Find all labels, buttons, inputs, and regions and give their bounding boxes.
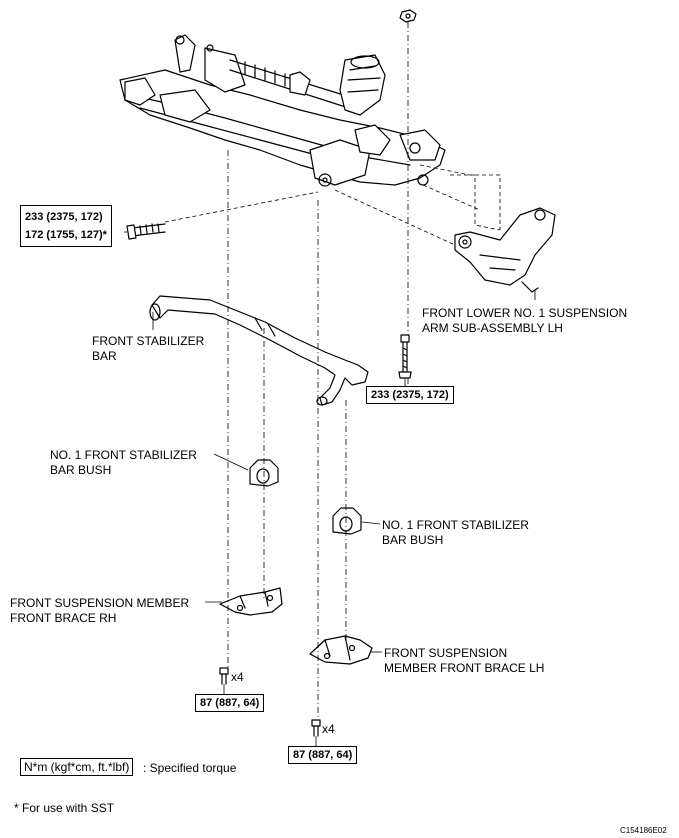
label-lower-arm-line1: FRONT LOWER NO. 1 SUSPENSION [422,306,628,320]
brace-rh [219,587,283,616]
torque-top-left-line1: 233 (2375, 172) [25,211,103,223]
qty-left-bolt: x4 [231,670,244,684]
legend-unit-box: N*m (kgf*cm, ft.*lbf) [20,758,134,776]
figure-code: C154186E02 [620,826,667,835]
qty-right-bolt: x4 [322,722,335,736]
label-bush-right-line2: BAR BUSH [382,533,444,547]
label-stabilizer-bar-line1: FRONT STABILIZER [92,334,205,348]
bolt-top-left [126,223,166,240]
suspension-member-assembly [119,34,446,187]
legend-footnote: * For use with SST [14,801,115,815]
legend-unit-desc: : Specified torque [143,761,237,775]
torque-box-top-left: 233 (2375, 172) 172 (1755, 127)* [20,205,112,247]
label-stabilizer-bar: FRONT STABILIZER BAR [92,334,204,364]
label-brace-rh-line1: FRONT SUSPENSION MEMBER [10,596,190,610]
label-bush-right-line1: NO. 1 FRONT STABILIZER [382,518,529,532]
brace-lh [309,635,373,665]
torque-box-bottom-left: 87 (887, 64) [195,694,265,712]
label-bush-right: NO. 1 FRONT STABILIZER BAR BUSH [382,518,529,548]
bush-right [332,507,362,535]
bolt-bottom-right [311,719,321,737]
label-bush-left-line2: BAR BUSH [50,463,112,477]
label-brace-lh: FRONT SUSPENSION MEMBER FRONT BRACE LH [384,646,544,676]
label-bush-left: NO. 1 FRONT STABILIZER BAR BUSH [50,448,197,478]
torque-box-bottom-right: 87 (887, 64) [288,746,358,764]
lower-arm-lh [454,207,556,293]
label-bush-left-line1: NO. 1 FRONT STABILIZER [50,448,197,462]
label-stabilizer-bar-line2: BAR [92,349,117,363]
torque-box-mid-right: 233 (2375, 172) [366,386,454,404]
label-brace-lh-line1: FRONT SUSPENSION [384,646,508,660]
label-brace-lh-line2: MEMBER FRONT BRACE LH [384,661,545,675]
torque-top-left-line2: 172 (1755, 127)* [25,229,107,241]
label-lower-arm: FRONT LOWER NO. 1 SUSPENSION ARM SUB-ASS… [422,306,627,336]
bolt-bottom-left [219,667,229,685]
label-brace-rh: FRONT SUSPENSION MEMBER FRONT BRACE RH [10,596,189,626]
stabilizer-bar [149,295,369,406]
label-brace-rh-line2: FRONT BRACE RH [10,611,117,625]
label-lower-arm-line2: ARM SUB-ASSEMBLY LH [422,321,563,335]
top-nut [399,9,417,23]
bolt-middle-right [398,334,412,379]
